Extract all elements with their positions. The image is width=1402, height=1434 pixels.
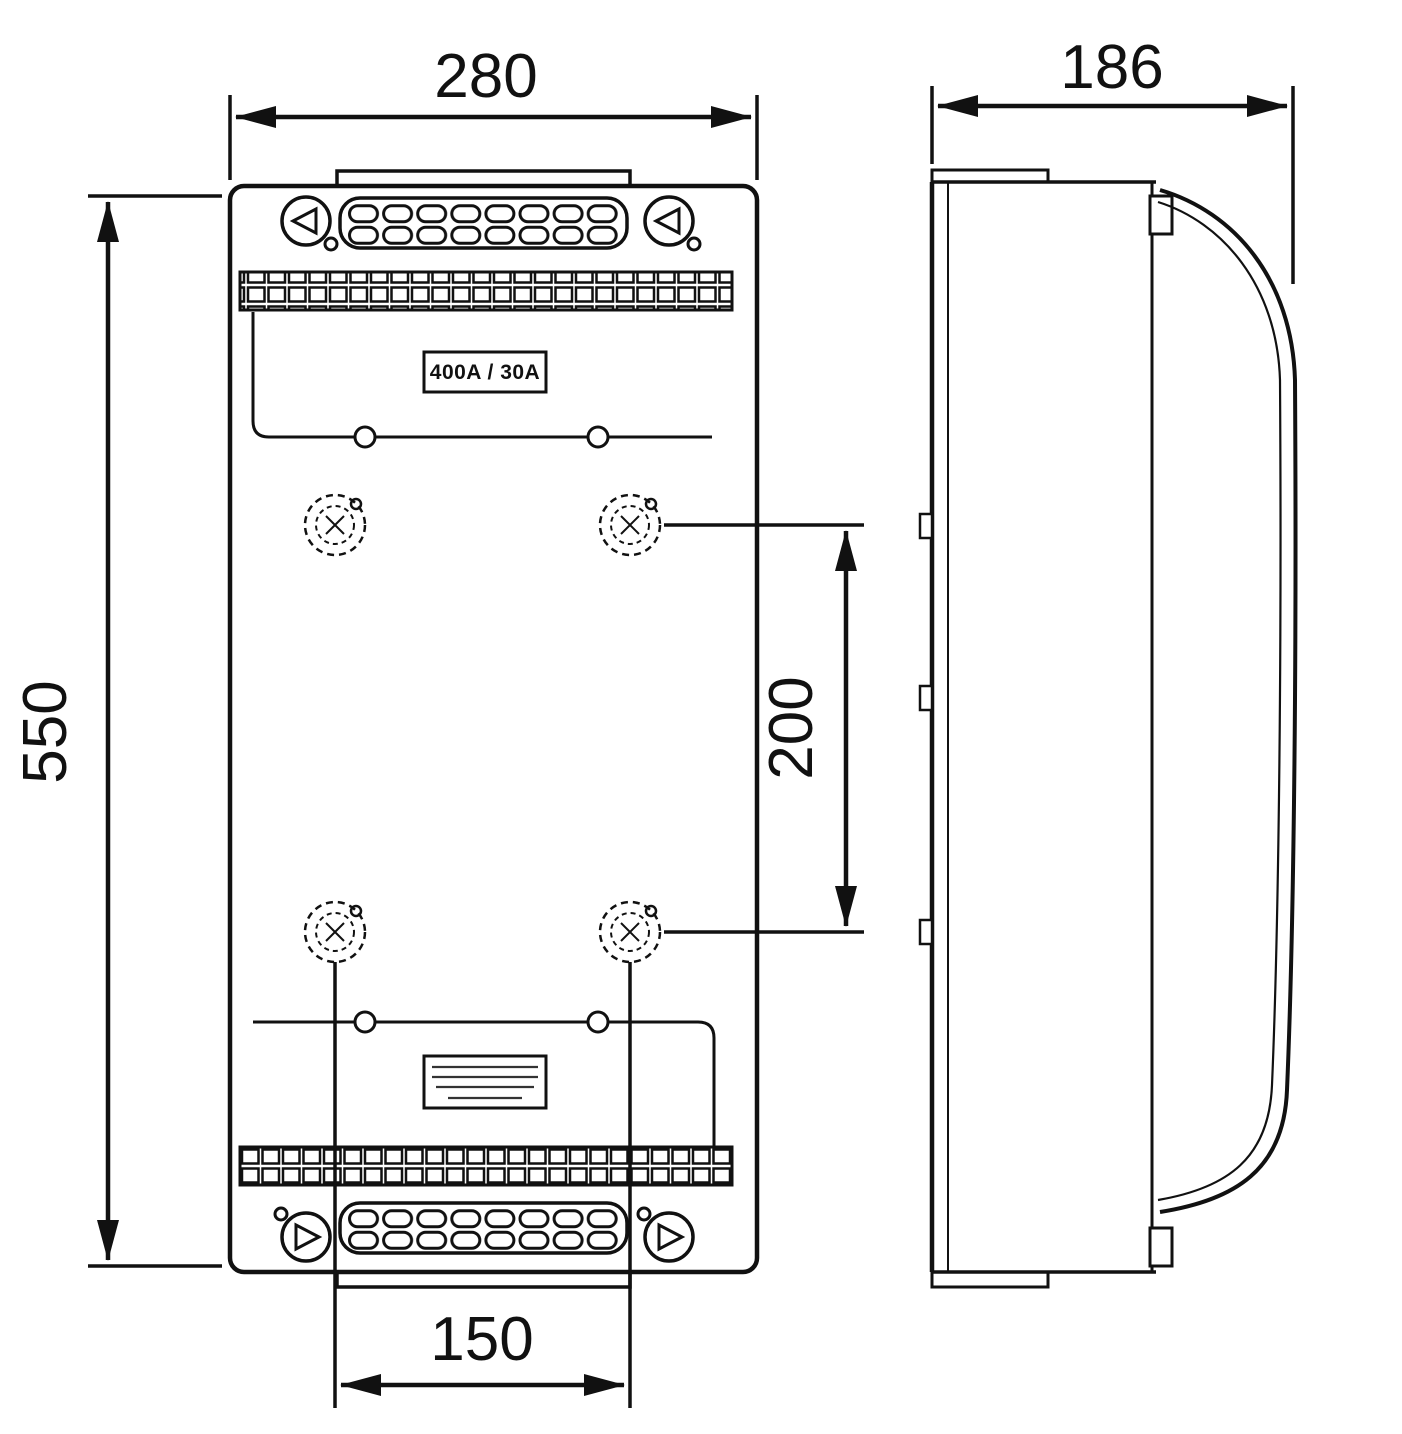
side-hinge-tab-bottom	[1148, 1226, 1174, 1268]
latch-screw-bottom-right	[643, 1211, 695, 1263]
side-view	[918, 168, 1298, 1289]
top-cable-guide	[251, 312, 712, 449]
latch-screw-top-right	[643, 195, 695, 247]
nameplate	[422, 1054, 548, 1110]
dim-width: 280	[228, 42, 759, 180]
bottom-vent-grille	[338, 1201, 629, 1255]
dim-depth: 186	[930, 33, 1295, 284]
latch-screw-bottom-left	[280, 1211, 332, 1263]
side-cover-outer-curve	[1159, 188, 1298, 1214]
side-clip-middle	[918, 684, 934, 712]
dim-hole-spacing-vertical-value: 200	[757, 676, 826, 779]
side-clip-lower	[918, 918, 934, 946]
latch-pin-top-left	[323, 236, 339, 252]
dimension-annotations: 280 186 550 200 150	[11, 33, 1295, 1408]
side-top-tab	[930, 168, 1050, 182]
dim-hole-spacing-vertical: 200	[664, 523, 864, 934]
dim-height-value: 550	[11, 680, 80, 783]
dim-height: 550	[11, 194, 222, 1268]
dim-width-value: 280	[434, 42, 537, 111]
top-knockout-strip	[238, 270, 734, 312]
bottom-knockout-strip	[238, 1145, 734, 1187]
dim-depth-value: 186	[1060, 33, 1163, 102]
latch-pin-top-right	[686, 236, 702, 252]
side-bottom-foot	[930, 1272, 1050, 1289]
dim-hole-spacing-horizontal: 150	[333, 962, 632, 1408]
rating-plate: 400A / 30A	[422, 350, 548, 394]
front-enclosure-outline	[227, 183, 760, 1275]
front-top-tab	[335, 169, 632, 186]
bottom-cable-guide	[253, 1010, 716, 1147]
dim-hole-spacing-horizontal-value: 150	[430, 1305, 533, 1374]
rating-plate-text: 400A / 30A	[430, 361, 540, 384]
side-clip-upper	[918, 512, 934, 540]
top-vent-grille	[338, 196, 629, 250]
latch-pin-bottom-left	[273, 1206, 289, 1222]
latch-pin-bottom-right	[636, 1206, 652, 1222]
side-cover-inner-curve	[1157, 200, 1282, 1202]
side-hinge-tab-top	[1148, 194, 1174, 236]
front-view: 400A / 30A	[227, 169, 760, 1289]
latch-screw-top-left	[280, 195, 332, 247]
